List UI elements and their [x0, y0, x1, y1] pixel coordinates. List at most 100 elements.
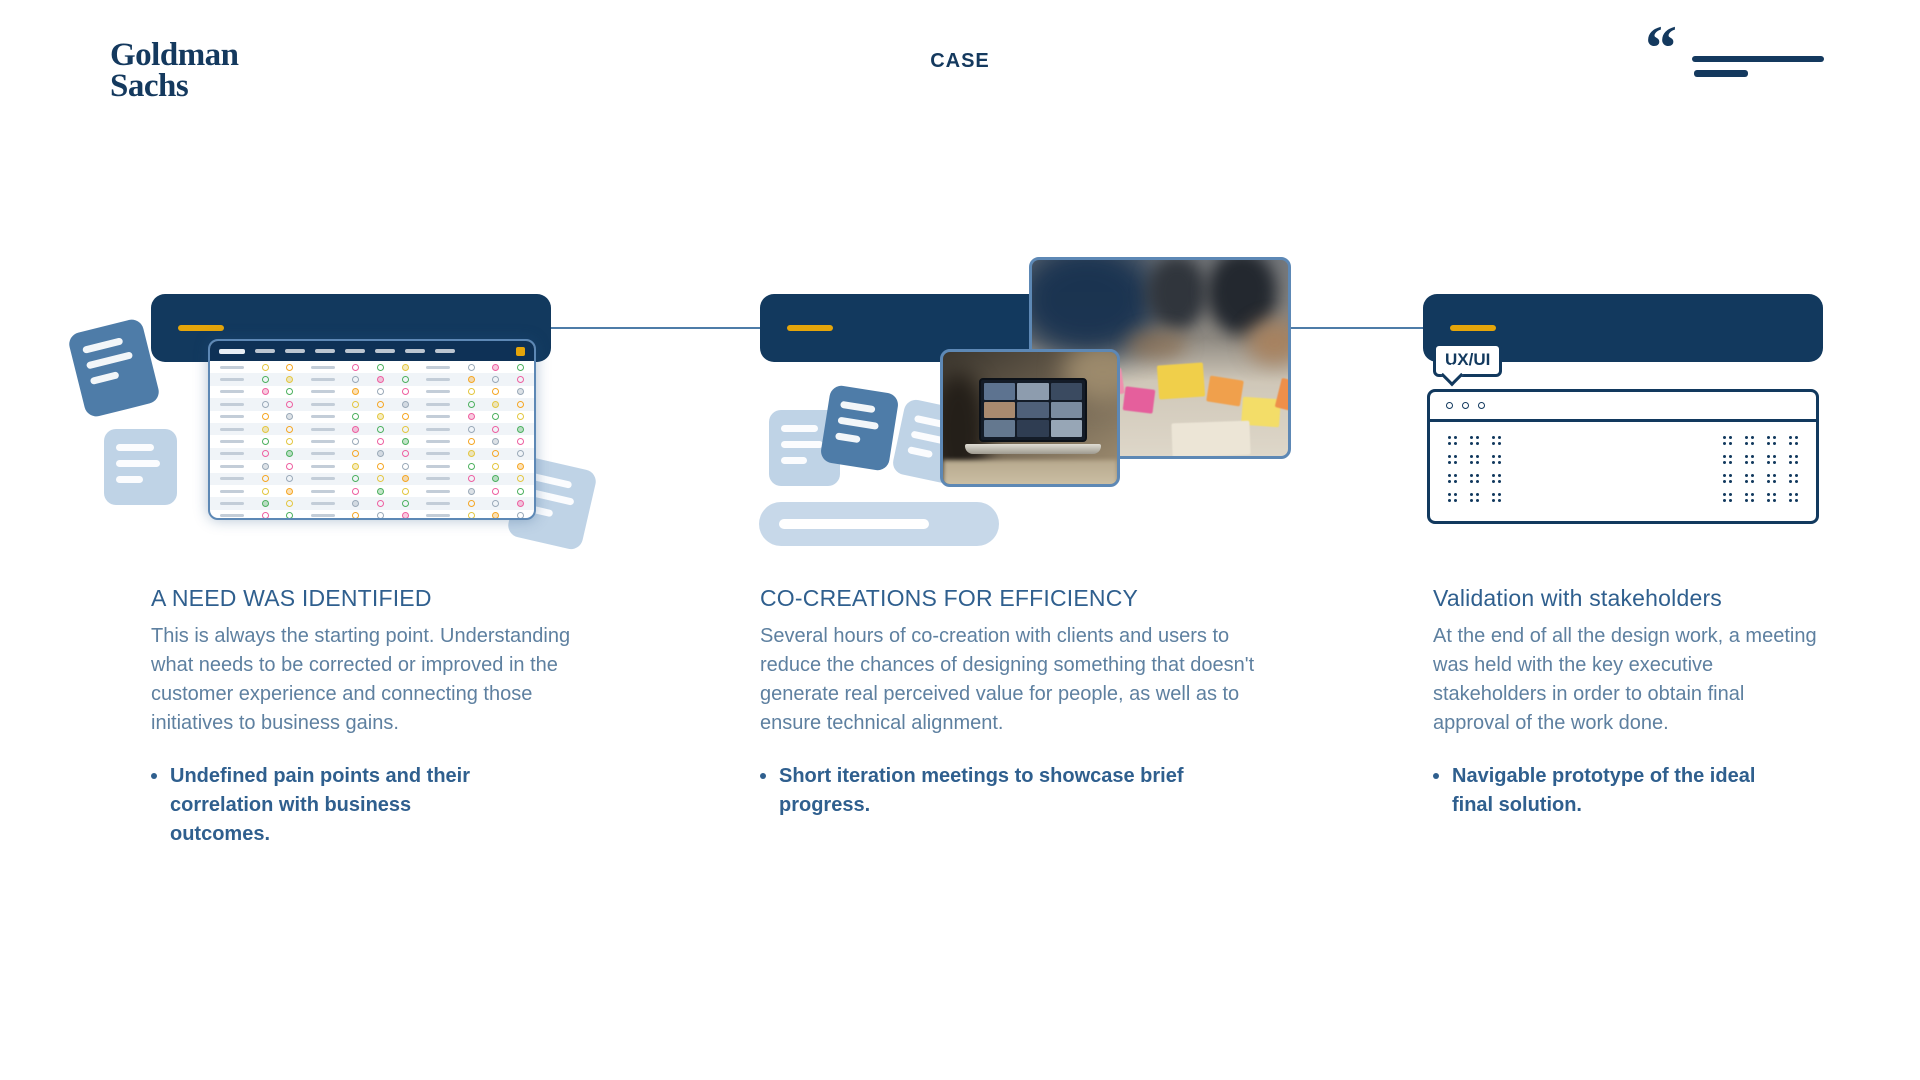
wireframe-dot-group — [1723, 436, 1798, 445]
logo-line-1: Goldman — [110, 37, 239, 73]
sheet-text-cell — [426, 452, 451, 456]
bullet-icon — [760, 773, 766, 779]
sheet-column-label — [255, 349, 275, 353]
status-dot-icon — [286, 376, 294, 384]
status-dot-icon — [401, 450, 409, 458]
document-icon — [104, 429, 177, 505]
status-dot-icon — [401, 363, 409, 371]
status-dot-icon — [492, 363, 500, 371]
sheet-text-cell — [426, 489, 451, 493]
logo-line-2: Sachs — [110, 68, 189, 105]
status-dot-icon — [261, 438, 269, 446]
status-dot-icon — [376, 462, 384, 470]
sheet-text-cell — [220, 427, 244, 431]
spreadsheet-header — [210, 341, 534, 361]
paper-sheet — [1171, 420, 1251, 456]
status-dot-icon — [286, 499, 294, 507]
status-dot-icon — [492, 388, 500, 396]
dot-cluster-icon — [1492, 474, 1501, 483]
status-dot-icon — [376, 475, 384, 483]
timeline-connector-2 — [1160, 327, 1423, 329]
status-dot-icon — [467, 512, 475, 518]
sheet-row — [210, 460, 534, 472]
video-tile — [1017, 383, 1049, 400]
dot-cluster-icon — [1745, 493, 1754, 502]
video-call-photo — [940, 349, 1120, 487]
status-dot-icon — [352, 512, 360, 518]
step-3-bullet: Navigable prototype of the ideal final s… — [1433, 762, 1825, 820]
status-dot-icon — [516, 438, 524, 446]
sheet-row — [210, 373, 534, 386]
status-dot-icon — [261, 512, 269, 518]
step-1-bullet-text: Undefined pain points and their correlat… — [170, 765, 470, 845]
dot-cluster-icon — [1745, 474, 1754, 483]
dot-cluster-icon — [1723, 455, 1732, 464]
status-dot-icon — [492, 450, 500, 458]
bullet-icon — [151, 773, 157, 779]
dot-cluster-icon — [1492, 493, 1501, 502]
sheet-close-icon — [516, 346, 525, 356]
status-dot-icon — [516, 499, 524, 507]
text-pill-decoration — [759, 502, 999, 546]
photo-table — [943, 460, 1117, 484]
video-tile — [984, 401, 1016, 419]
accent-dash-icon — [787, 325, 833, 331]
status-dot-icon — [516, 450, 524, 458]
wireframe-dot-group — [1448, 436, 1501, 445]
status-dot-icon — [286, 462, 294, 470]
window-dot-icon — [1462, 402, 1469, 409]
status-dot-icon — [376, 400, 384, 408]
status-dot-icon — [376, 388, 384, 396]
status-dot-icon — [492, 438, 500, 446]
status-dot-icon — [516, 363, 524, 371]
page-title: CASE — [930, 50, 990, 72]
accent-dash-icon — [178, 325, 224, 331]
status-dot-icon — [467, 376, 475, 384]
status-dot-icon — [467, 388, 475, 396]
status-dot-icon — [261, 413, 269, 421]
sticky-note — [1156, 362, 1206, 400]
status-dot-icon — [261, 388, 269, 396]
workshop-photo — [1029, 257, 1291, 459]
sticky-note — [1122, 386, 1156, 414]
sheet-text-cell — [220, 365, 244, 369]
sheet-text-cell — [310, 415, 335, 419]
status-dot-icon — [261, 499, 269, 507]
dot-cluster-icon — [1492, 455, 1501, 464]
sheet-text-cell — [220, 489, 244, 493]
status-dot-icon — [352, 450, 360, 458]
status-dot-icon — [467, 499, 475, 507]
sheet-text-cell — [220, 501, 244, 505]
status-dot-icon — [286, 363, 294, 371]
status-dot-icon — [492, 512, 500, 518]
decor-line-short — [1694, 70, 1748, 77]
step-1-body: This is always the starting point. Under… — [151, 625, 571, 734]
status-dot-icon — [516, 512, 524, 518]
step-3-text-block: Validation with stakeholders At the end … — [1433, 585, 1825, 820]
status-dot-icon — [352, 363, 360, 371]
sheet-text-cell — [426, 378, 451, 382]
sheet-text-cell — [310, 501, 335, 505]
sheet-column-label — [345, 349, 365, 353]
status-dot-icon — [401, 462, 409, 470]
wireframe-row — [1448, 474, 1798, 483]
sheet-text-cell — [426, 514, 451, 518]
dot-cluster-icon — [1745, 436, 1754, 445]
timeline-connector-1 — [551, 327, 760, 329]
photo-blur-blob — [1127, 330, 1187, 360]
dot-cluster-icon — [1767, 474, 1776, 483]
status-dot-icon — [376, 413, 384, 421]
sheet-row — [210, 435, 534, 447]
status-dot-icon — [352, 499, 360, 507]
dot-cluster-icon — [1723, 474, 1732, 483]
sheet-text-cell — [220, 402, 244, 406]
status-dot-icon — [286, 425, 294, 433]
status-dot-icon — [467, 462, 475, 470]
document-icon — [66, 317, 162, 419]
dot-cluster-icon — [1723, 493, 1732, 502]
dot-cluster-icon — [1789, 436, 1798, 445]
status-dot-icon — [492, 376, 500, 384]
status-dot-icon — [516, 475, 524, 483]
status-dot-icon — [376, 376, 384, 384]
